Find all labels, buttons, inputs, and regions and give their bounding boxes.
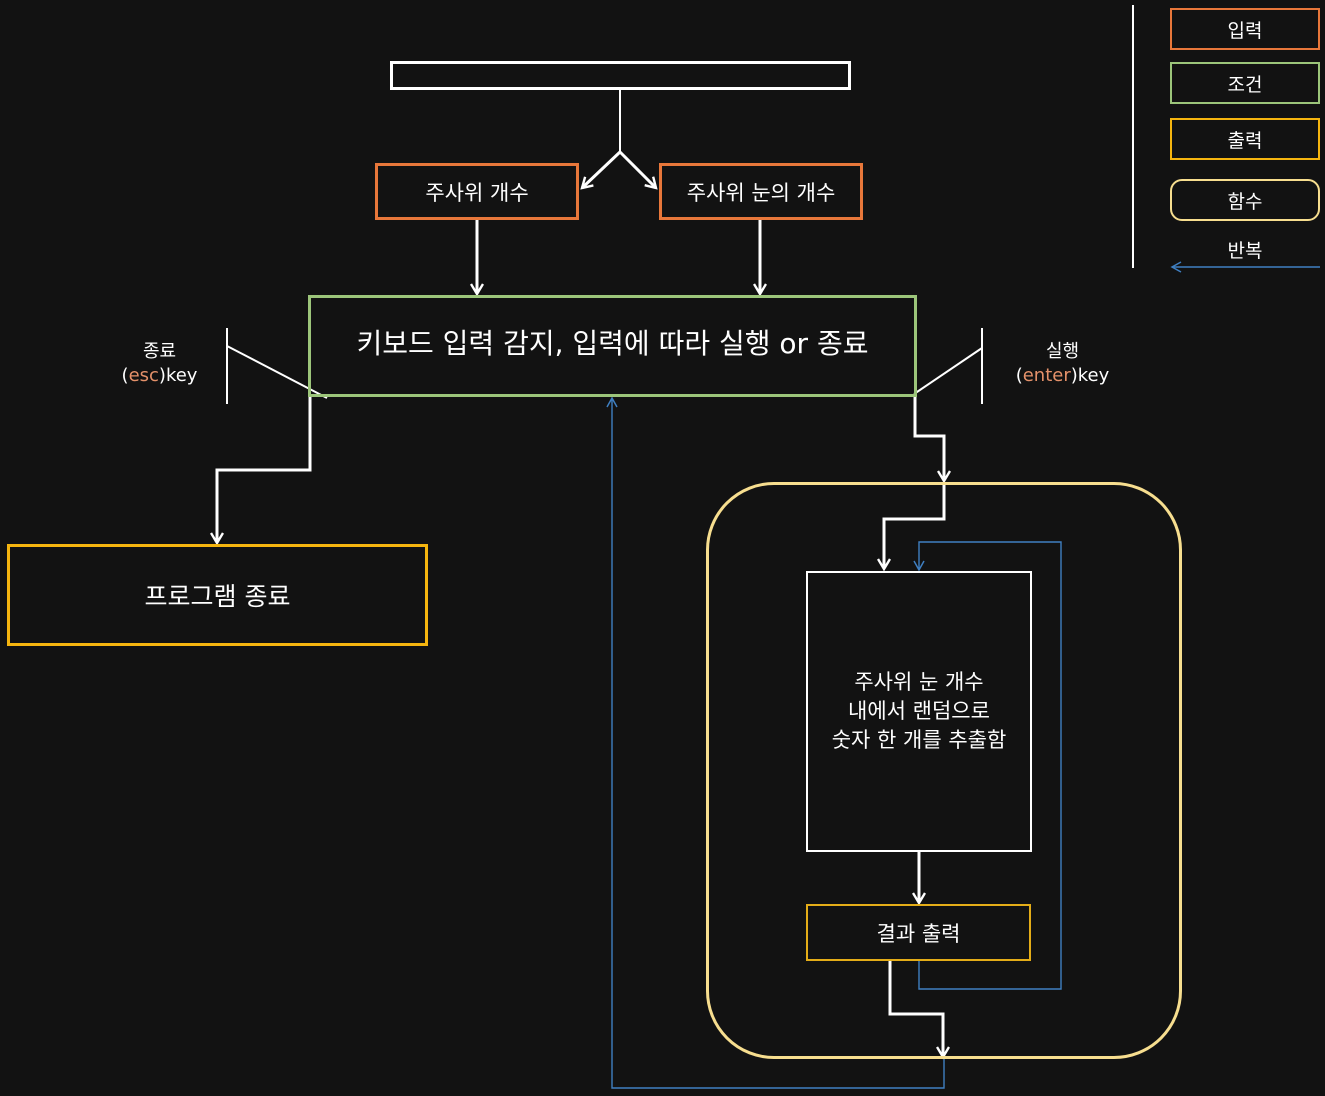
- outer-repeat-loop: [606, 396, 945, 1089]
- enter-key-name: enter: [1022, 365, 1071, 387]
- legend-output: 출력: [1170, 118, 1320, 160]
- start-node: [390, 61, 851, 90]
- exit-branch-title: 종료: [142, 341, 177, 362]
- legend-function-label: 함수: [1227, 190, 1263, 213]
- legend-divider: [1132, 5, 1134, 268]
- exit-key-label: (esc)key: [121, 365, 198, 387]
- dice-faces-label: 주사위 눈의 개수: [686, 180, 836, 205]
- connector-function-to-random: [884, 484, 946, 569]
- random-process-line-3: 숫자 한 개를 추출함: [831, 727, 1007, 752]
- inner-repeat-loop: [913, 541, 1062, 990]
- dice-count-input-node: 주사위 개수: [375, 163, 579, 220]
- dice-function-container: [706, 482, 1182, 1059]
- legend-input: 입력: [1170, 8, 1320, 50]
- result-output-label: 결과 출력: [876, 921, 961, 946]
- random-number-process-node: 주사위 눈 개수 내에서 랜덤으로 숫자 한 개를 추출함: [806, 571, 1032, 852]
- program-exit-output-node: 프로그램 종료: [7, 544, 428, 646]
- connector-to-dice-count: [582, 150, 622, 188]
- random-process-line-2: 내에서 랜덤으로: [848, 699, 990, 724]
- connector-condition-to-exit: [217, 397, 312, 543]
- result-output-node: 결과 출력: [806, 904, 1031, 961]
- legend-condition: 조건: [1170, 62, 1320, 104]
- connector-to-dice-faces: [618, 150, 656, 188]
- run-branch-title: 실행: [1045, 341, 1080, 362]
- random-process-line-1: 주사위 눈 개수: [854, 670, 984, 695]
- legend-repeat-label: 반복: [1227, 240, 1263, 262]
- connector-result-to-function-exit: [888, 961, 943, 1057]
- legend-function: 함수: [1170, 179, 1320, 221]
- keyboard-condition-label: 키보드 입력 감지, 입력에 따라 실행 or 종료: [356, 327, 869, 360]
- connector-condition-to-function: [913, 397, 944, 481]
- legend-input-label: 입력: [1227, 19, 1263, 42]
- exit-branch-label: 종료 (esc)key: [112, 340, 207, 389]
- run-branch-label: 실행 (enter)key: [1005, 340, 1120, 389]
- legend-condition-label: 조건: [1227, 73, 1263, 96]
- keyboard-condition-node: 키보드 입력 감지, 입력에 따라 실행 or 종료: [308, 295, 917, 397]
- dice-count-label: 주사위 개수: [425, 180, 529, 205]
- run-key-label: (enter)key: [1015, 365, 1110, 387]
- esc-key-name: esc: [128, 365, 159, 387]
- legend-output-label: 출력: [1227, 129, 1263, 152]
- dice-faces-input-node: 주사위 눈의 개수: [659, 163, 863, 220]
- enter-branch-diagonal: [913, 347, 983, 395]
- program-exit-label: 프로그램 종료: [144, 582, 291, 611]
